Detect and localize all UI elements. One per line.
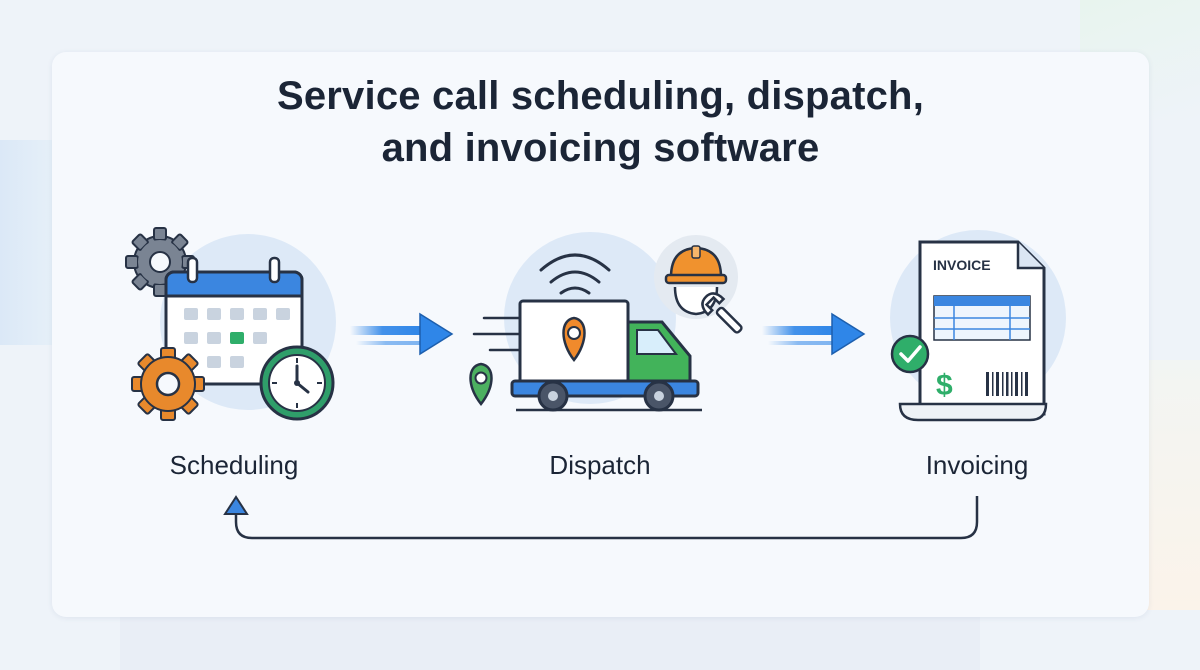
selected-date-cell	[230, 332, 244, 344]
background-block-left	[0, 140, 55, 345]
stage-label-dispatch: Dispatch	[549, 450, 651, 480]
dollar-sign-icon: $	[936, 369, 953, 402]
invoicing-illustration: INVOICE $	[890, 230, 1066, 422]
speed-lines	[472, 316, 522, 352]
stage-label-invoicing: Invoicing	[925, 450, 1029, 480]
clock-icon	[259, 345, 335, 421]
return-arrow-invoicing-to-scheduling	[223, 495, 979, 540]
green-location-pin-icon	[469, 362, 493, 407]
wrench-icon	[701, 292, 743, 334]
hard-hat-worker-icon	[654, 235, 738, 319]
scheduling-illustration	[125, 227, 336, 421]
calendar-icon	[164, 256, 304, 386]
invoice-document-icon: INVOICE $	[898, 240, 1048, 422]
stage-label-scheduling: Scheduling	[169, 450, 299, 480]
diagram-title: Service call scheduling, dispatch, and i…	[52, 70, 1149, 174]
delivery-truck-icon	[510, 299, 702, 412]
background-block-bottom	[120, 615, 980, 670]
invoice-heading: INVOICE	[933, 257, 991, 273]
title-line-1: Service call scheduling, dispatch,	[276, 74, 925, 118]
arrow-dispatch-to-invoicing	[762, 312, 866, 356]
signal-icon	[539, 253, 611, 295]
orange-location-pin-icon	[562, 316, 586, 363]
checkmark-badge-icon	[890, 334, 930, 374]
title-line-2: and invoicing software	[381, 126, 820, 170]
barcode-icon	[986, 372, 1028, 396]
orange-gear-icon	[131, 347, 205, 421]
dispatch-illustration	[469, 232, 743, 412]
arrow-scheduling-to-dispatch	[350, 312, 454, 356]
